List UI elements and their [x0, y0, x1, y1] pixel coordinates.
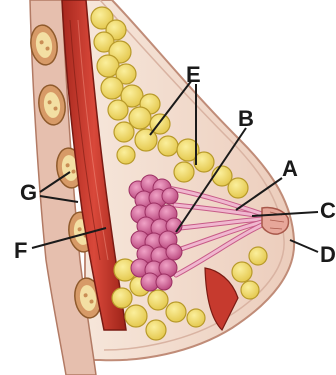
label-g: G: [20, 180, 37, 205]
label-d: D: [320, 242, 336, 267]
lobules: [129, 175, 182, 291]
label-c: C: [320, 198, 336, 223]
label-b: B: [238, 106, 254, 131]
label-e: E: [186, 62, 201, 87]
label-a: A: [282, 156, 298, 181]
label-f: F: [14, 238, 27, 263]
